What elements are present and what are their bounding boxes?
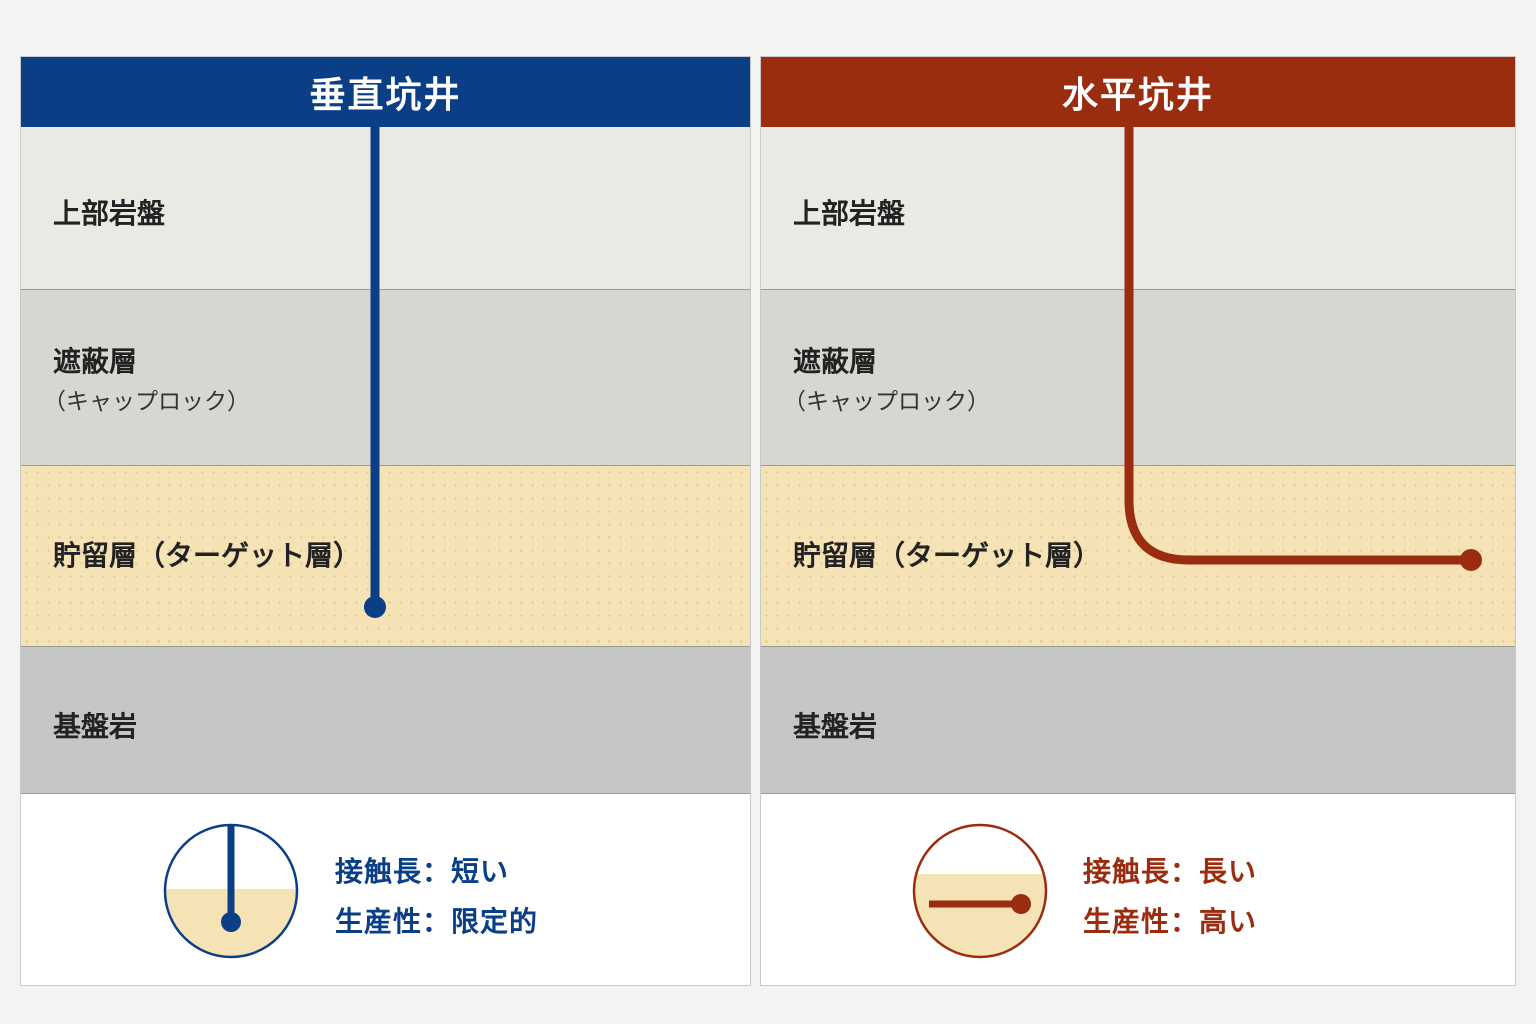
horizontal-contact-length: 接触長：長い xyxy=(1083,855,1258,888)
vertical-well-panel: 垂直坑井 上部岩盤 遮蔽層 （キャップロック） 貯留層（ターゲット層） 基盤岩 … xyxy=(20,56,751,986)
caprock-layer: 遮蔽層 （キャップロック） xyxy=(21,290,750,466)
reservoir-layer: 貯留層（ターゲット層） xyxy=(761,466,1515,647)
upper-rock-label: 上部岩盤 xyxy=(793,197,906,230)
vertical-well-header: 垂直坑井 xyxy=(21,57,750,127)
horizontal-well-path xyxy=(1124,127,1482,571)
vertical-well-end-marker xyxy=(364,596,386,618)
basement-layer: 基盤岩 xyxy=(21,647,750,794)
upper-rock-layer: 上部岩盤 xyxy=(21,127,750,290)
upper-rock-label: 上部岩盤 xyxy=(53,197,166,230)
basement-layer: 基盤岩 xyxy=(761,647,1515,794)
horizontal-well-icon xyxy=(912,823,1048,959)
caprock-label: 遮蔽層 xyxy=(793,345,878,378)
reservoir-label: 貯留層（ターゲット層） xyxy=(793,539,1102,572)
vertical-well-path xyxy=(364,127,386,618)
caprock-sublabel: （キャップロック） xyxy=(783,389,990,415)
horizontal-well-header: 水平坑井 xyxy=(761,57,1515,127)
basement-label: 基盤岩 xyxy=(793,710,878,743)
horizontal-well-end-marker xyxy=(1460,549,1482,571)
vertical-well-icon xyxy=(163,823,299,959)
basement-label: 基盤岩 xyxy=(53,710,138,743)
horizontal-wellbore xyxy=(1124,127,1471,565)
upper-rock-layer: 上部岩盤 xyxy=(761,127,1515,290)
caprock-layer: 遮蔽層 （キャップロック） xyxy=(761,290,1515,466)
horizontal-well-title: 水平坑井 xyxy=(1061,75,1214,116)
vertical-well-summary: 接触長：短い 生産性：限定的 xyxy=(21,794,750,985)
caprock-label: 遮蔽層 xyxy=(53,345,138,378)
horizontal-well-panel: 水平坑井 上部岩盤 遮蔽層 （キャップロック） 貯留層（ターゲット層） 基盤岩 … xyxy=(760,56,1516,986)
horizontal-well-summary: 接触長：長い 生産性：高い xyxy=(761,794,1515,985)
vertical-contact-length: 接触長：短い xyxy=(335,855,510,888)
reservoir-label: 貯留層（ターゲット層） xyxy=(53,539,362,572)
horizontal-productivity: 生産性：高い xyxy=(1083,905,1258,938)
vertical-well-title: 垂直坑井 xyxy=(309,75,462,116)
caprock-sublabel: （キャップロック） xyxy=(43,389,250,415)
reservoir-layer: 貯留層（ターゲット層） xyxy=(21,466,750,647)
vertical-productivity: 生産性：限定的 xyxy=(335,905,539,938)
